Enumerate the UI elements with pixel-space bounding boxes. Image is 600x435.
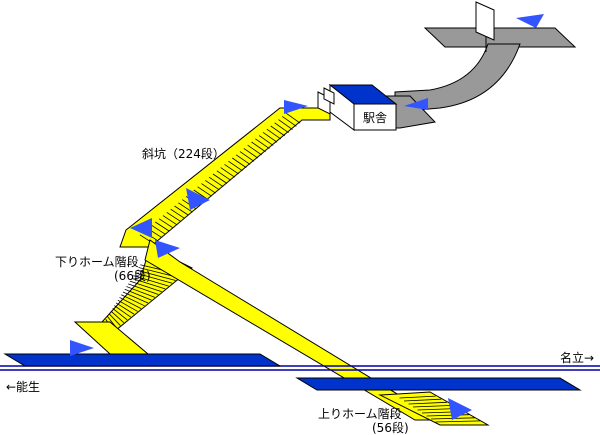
signboard-icon <box>475 1 495 52</box>
stair-step <box>201 183 216 194</box>
down-platform <box>3 353 282 367</box>
stair-step <box>134 272 173 284</box>
down-stairs-landing <box>73 321 150 355</box>
stair-step <box>178 202 193 213</box>
stair-step <box>282 116 297 127</box>
stair-step <box>155 221 170 232</box>
direction-nou-label: ←能生 <box>6 380 40 394</box>
station-building-label: 駅舎 <box>363 111 387 125</box>
up-platform <box>295 377 582 391</box>
down-platform-stairs-label: 下りホーム階段 <box>55 254 139 269</box>
stair-step <box>205 180 220 191</box>
stair-step <box>151 224 166 235</box>
stair-step <box>270 125 285 137</box>
approach-road <box>379 27 577 129</box>
signboard-icon <box>317 87 335 115</box>
stair-step <box>121 294 145 307</box>
building-front <box>353 103 397 131</box>
stair-step <box>243 148 259 159</box>
railway-tracks <box>0 365 600 371</box>
direction-nadachi-label: 名立→ <box>560 350 594 365</box>
down-platform-steps-label: (66段) <box>114 268 151 283</box>
stair-step <box>224 164 239 175</box>
stair-step <box>108 313 121 326</box>
stair-step <box>285 112 301 124</box>
stair-step <box>158 218 174 229</box>
up-platform-walkway <box>144 239 490 426</box>
stair-step <box>197 186 212 197</box>
stair-step <box>126 286 156 298</box>
stair-step <box>216 170 232 181</box>
stair-step <box>166 212 182 222</box>
stair-step <box>255 138 270 149</box>
stair-step <box>278 119 293 130</box>
stair-step <box>239 151 255 162</box>
stair-step <box>251 141 266 153</box>
stair-step <box>133 275 169 287</box>
stair-step <box>112 308 128 321</box>
upper-road-plaza <box>423 27 577 48</box>
up-platform-steps-label: (56段) <box>372 420 409 435</box>
stair-step <box>212 173 228 184</box>
stair-step <box>174 205 189 216</box>
triangle-flag-icon <box>70 14 544 420</box>
stair-step <box>208 176 224 188</box>
stair-step <box>235 154 251 165</box>
stair-step <box>262 132 278 143</box>
stair-step <box>114 305 131 318</box>
stair-step <box>115 302 135 315</box>
stair-step <box>403 398 442 402</box>
stair-step <box>228 160 243 172</box>
stair-step <box>412 405 453 408</box>
stair-step <box>117 299 138 312</box>
stair-step <box>128 283 159 295</box>
platforms <box>3 353 582 391</box>
stair-step <box>110 310 125 324</box>
stair-step <box>266 128 282 140</box>
stair-step <box>124 288 152 301</box>
stair-step <box>131 277 166 290</box>
stair-step <box>232 157 247 168</box>
up-platform-stairs <box>378 391 490 426</box>
incline-shaft-label: 斜坑（224段） <box>142 146 225 161</box>
stair-step <box>170 208 185 219</box>
station-building: 駅舎 <box>328 83 398 131</box>
stair-step <box>274 122 289 134</box>
stair-step <box>258 135 274 146</box>
up-platform-stairs-label: 上りホーム階段 <box>318 406 402 421</box>
stair-step <box>122 291 149 304</box>
stair-step <box>220 167 235 178</box>
stair-step <box>399 395 436 399</box>
stair-step <box>408 401 447 405</box>
stair-step <box>119 297 142 309</box>
stair-step <box>247 144 262 156</box>
stair-step <box>129 280 162 293</box>
stair-step <box>136 269 176 281</box>
stair-step <box>435 420 481 423</box>
stair-step <box>162 215 178 226</box>
